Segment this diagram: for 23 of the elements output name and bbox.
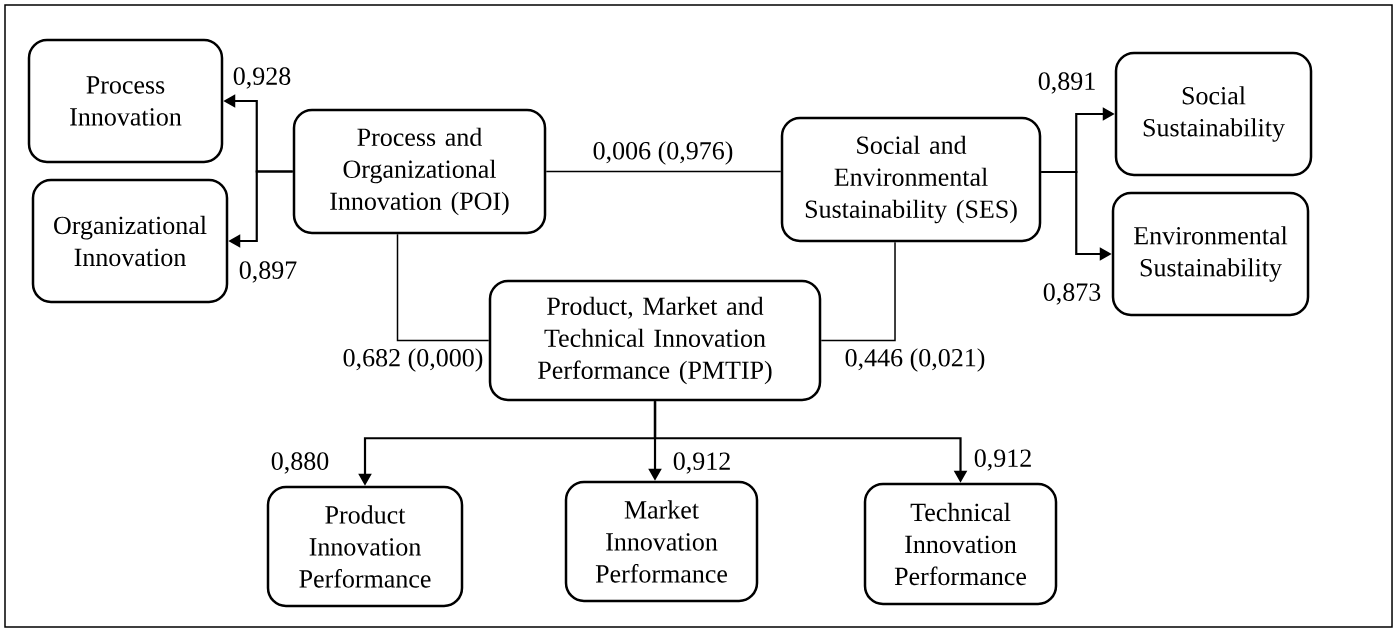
connector-line: [820, 241, 896, 342]
construct-box: Social and Environmental Sustainability (SES): [780, 116, 1042, 243]
edge-label: 0,912: [974, 449, 1031, 471]
connector-line: [396, 233, 490, 342]
edge-label: 0,446 (0,021): [845, 348, 985, 372]
construct-box: Social Sustainability: [1114, 51, 1313, 177]
connector-line: [545, 170, 782, 173]
edge-label: 0,006 (0,976): [593, 141, 733, 165]
construct-box: Product, Market and Technical Innovation Performance (PMTIP): [488, 279, 822, 402]
edge-label: 0,891: [1038, 72, 1095, 94]
construct-box: Market Innovation Performance: [564, 480, 759, 603]
construct-box: Technical Innovation Performance: [863, 482, 1058, 606]
edge-label: 0,682 (0,000): [343, 348, 483, 372]
edge-label: 0,897: [239, 261, 297, 283]
construct-box: Product Innovation Performance: [266, 485, 464, 608]
construct-box: Organizational Innovation: [31, 178, 229, 304]
edge-label: 0,928: [233, 67, 291, 89]
edge-label: 0,912: [673, 452, 730, 474]
edge-label: 0,873: [1043, 283, 1101, 305]
edge-label: 0,880: [271, 452, 329, 474]
construct-box: Environmental Sustainability: [1111, 191, 1310, 317]
construct-box: Process Innovation: [27, 38, 224, 164]
construct-box: Process and Organizational Innovation (POI): [292, 108, 547, 235]
